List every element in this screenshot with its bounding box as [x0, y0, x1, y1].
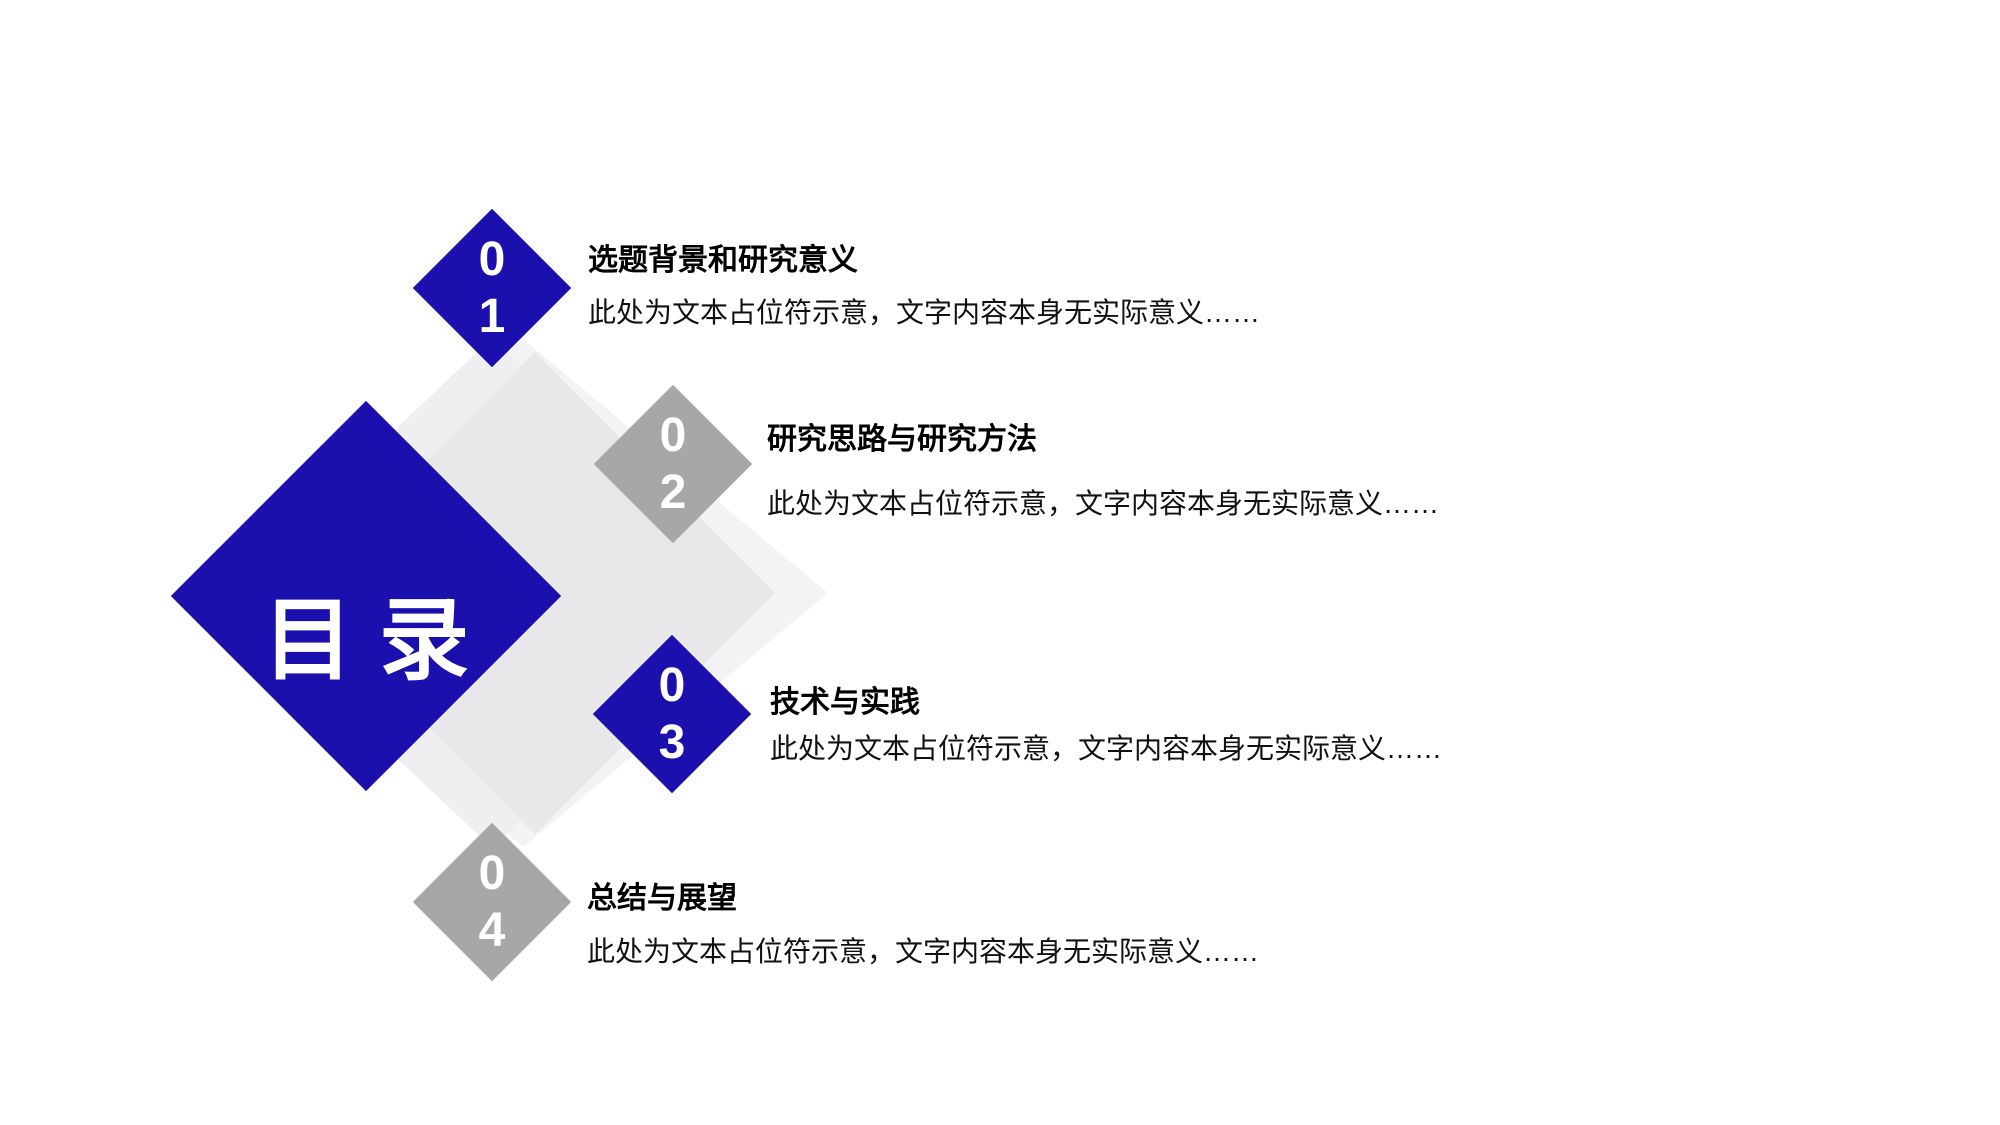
item-1-number-diamond: 0 1 — [412, 208, 572, 368]
item-2-digit-top: 0 — [659, 409, 687, 462]
item-2-title: 研究思路与研究方法 — [767, 423, 1037, 456]
item-1-title: 选题背景和研究意义 — [588, 244, 858, 277]
item-4-description: 此处为文本占位符示意，文字内容本身无实际意义…… — [587, 936, 1260, 967]
item-1-description: 此处为文本占位符示意，文字内容本身无实际意义…… — [588, 297, 1261, 328]
item-4-digit-bottom: 4 — [478, 904, 506, 957]
item-1-digit-bottom: 1 — [478, 290, 506, 343]
item-3-digit-top: 0 — [658, 659, 686, 712]
item-3-number-diamond: 0 3 — [592, 634, 752, 794]
item-3-description: 此处为文本占位符示意，文字内容本身无实际意义…… — [770, 733, 1443, 764]
toc-title: 目录 — [263, 591, 495, 691]
item-4-digit-top: 0 — [478, 847, 506, 900]
item-2-digit-bottom: 2 — [659, 466, 687, 519]
item-3-digit-bottom: 3 — [658, 716, 686, 769]
item-2-description: 此处为文本占位符示意，文字内容本身无实际意义…… — [767, 488, 1440, 519]
item-4-number-diamond: 0 4 — [412, 822, 572, 982]
item-3-title: 技术与实践 — [770, 686, 920, 719]
item-4-title: 总结与展望 — [587, 882, 737, 915]
item-2-number-diamond: 0 2 — [593, 384, 753, 544]
item-1-digit-top: 0 — [478, 233, 506, 286]
toc-title-diamond: 目录 — [170, 400, 562, 792]
